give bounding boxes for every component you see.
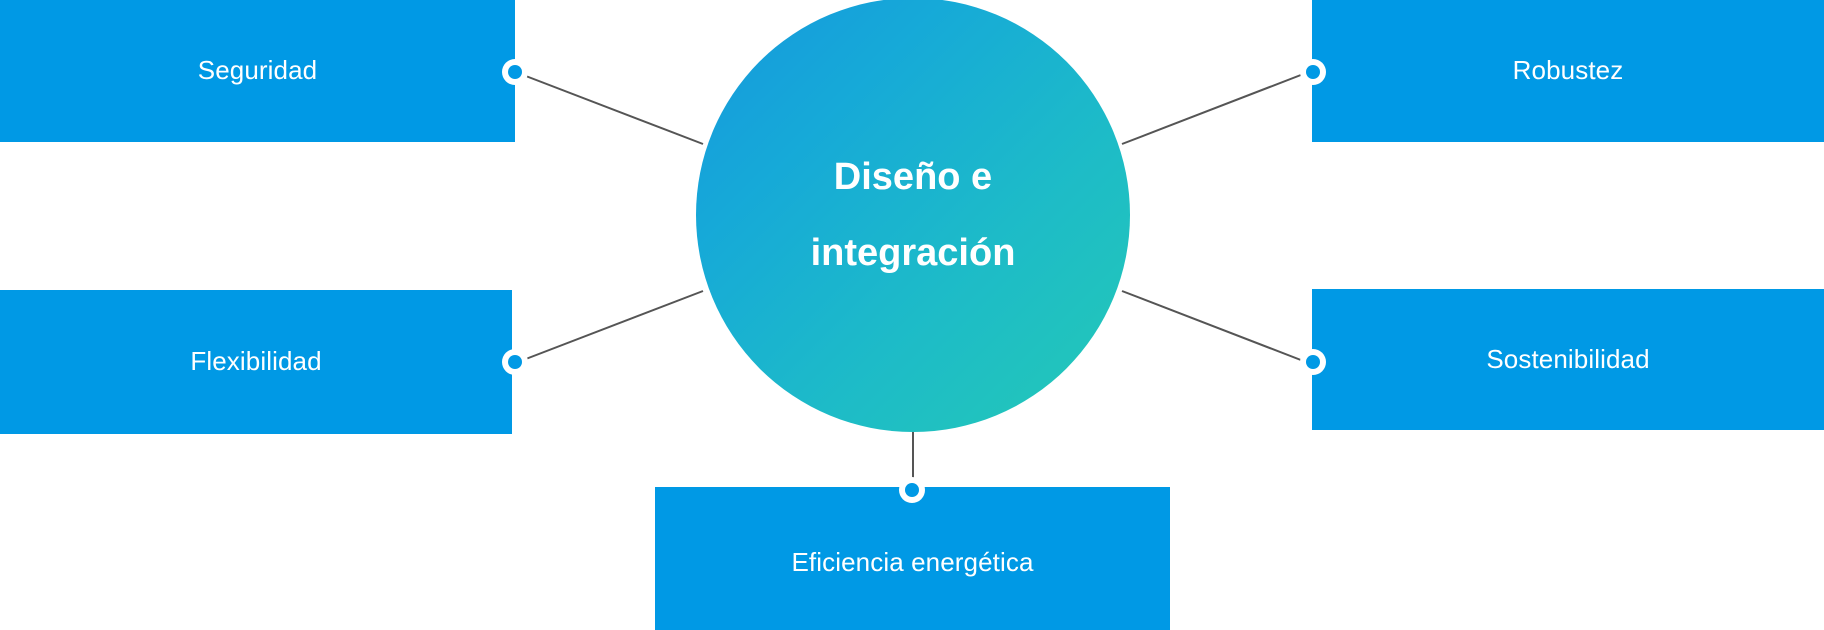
node-box-eficiencia[interactable]: Eficiencia energética [655,487,1170,630]
connector-line-robustez [1121,72,1307,145]
connector-knob-eficiencia[interactable] [899,477,925,503]
node-box-sostenibilidad[interactable]: Sostenibilidad [1312,289,1824,430]
connector-line-flexibilidad [517,290,704,363]
hub-title-line-1: Diseño e [833,156,993,198]
connector-knob-robustez[interactable] [1300,59,1326,85]
connector-line-sostenibilidad [1121,290,1307,363]
node-box-seguridad[interactable]: Seguridad [0,0,515,142]
node-label-seguridad: Seguridad [197,55,318,86]
node-label-sostenibilidad: Sostenibilidad [1486,343,1650,374]
connector-knob-seguridad[interactable] [502,59,528,85]
connector-knob-sostenibilidad[interactable] [1300,349,1326,375]
node-label-flexibilidad: Flexibilidad [190,346,322,377]
node-box-robustez[interactable]: Robustez [1312,0,1824,142]
node-label-eficiencia: Eficiencia energética [791,547,1034,578]
hub-title-line-2: integración [810,232,1016,274]
node-label-robustez: Robustez [1512,55,1624,86]
hub-circle[interactable]: Diseño e integración [696,0,1130,432]
node-box-flexibilidad[interactable]: Flexibilidad [0,290,512,434]
connector-line-seguridad [517,72,704,145]
connector-knob-flexibilidad[interactable] [502,349,528,375]
